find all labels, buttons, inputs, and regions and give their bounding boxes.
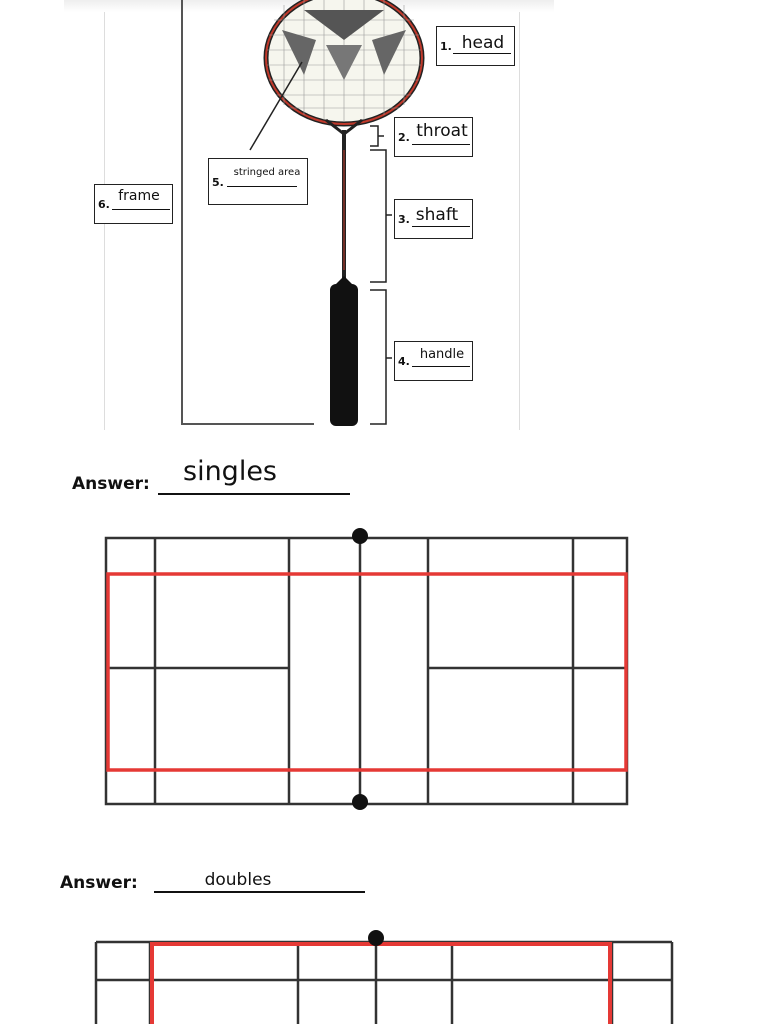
net-post-top <box>352 528 368 544</box>
label-shaft-line <box>412 226 470 227</box>
answer-2-label: Answer: <box>60 873 138 893</box>
doubles-highlight <box>150 942 612 1024</box>
court-singles <box>104 528 629 810</box>
label-stringed-area-answer[interactable]: stringed area <box>233 167 301 178</box>
racket-handle <box>330 284 358 426</box>
frame-bracket <box>181 0 314 425</box>
label-frame-line <box>112 209 170 210</box>
label-head-number: 1. <box>440 40 452 53</box>
label-throat-line <box>412 144 470 145</box>
label-shaft: 3. shaft <box>394 199 473 239</box>
label-handle-answer[interactable]: handle <box>419 347 465 362</box>
answer-2-value[interactable]: doubles <box>204 870 272 890</box>
label-stringed-area: 5. stringed area <box>208 158 308 205</box>
answer-2-line <box>154 891 365 893</box>
racket-figure <box>64 0 554 432</box>
label-stringed-area-line <box>227 186 297 187</box>
answer-1-label: Answer: <box>72 474 150 494</box>
label-throat-number: 2. <box>398 131 410 144</box>
label-head: 1. head <box>436 26 515 66</box>
label-handle-line <box>412 366 470 367</box>
court-doubles <box>94 930 674 1024</box>
net-post-top-2 <box>368 930 384 946</box>
label-head-line <box>453 53 511 54</box>
label-handle: 4. handle <box>394 341 473 381</box>
label-stringed-area-number: 5. <box>212 176 224 189</box>
label-shaft-number: 3. <box>398 213 410 226</box>
singles-highlight <box>106 572 628 772</box>
label-shaft-answer[interactable]: shaft <box>415 205 459 225</box>
label-throat-answer[interactable]: throat <box>416 121 468 141</box>
answer-1-value[interactable]: singles <box>183 456 277 487</box>
net-post-bottom <box>352 794 368 810</box>
label-head-answer[interactable]: head <box>461 33 505 53</box>
label-frame-answer[interactable]: frame <box>118 188 160 204</box>
answer-1-line <box>158 493 350 495</box>
label-handle-number: 4. <box>398 355 410 368</box>
label-throat: 2. throat <box>394 117 473 157</box>
label-frame: 6. frame <box>94 184 173 224</box>
racket-drawing <box>181 0 425 426</box>
label-frame-number: 6. <box>98 198 110 211</box>
